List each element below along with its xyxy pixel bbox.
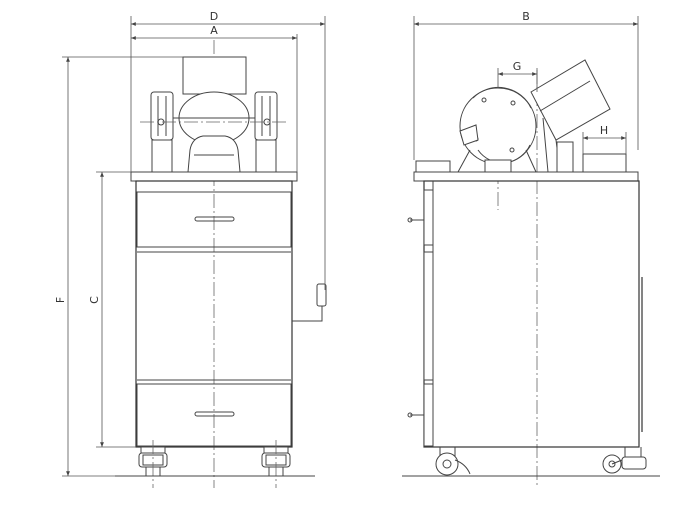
dim-label-f: F xyxy=(54,297,67,303)
side-view xyxy=(402,16,660,488)
side-worktop xyxy=(413,171,639,182)
front-view xyxy=(62,16,327,488)
side-casters xyxy=(435,447,647,476)
dim-label-c: C xyxy=(88,296,101,304)
grinder-guard-top xyxy=(182,56,247,95)
side-top-drawer-edge xyxy=(423,189,434,246)
left-wheel-guard xyxy=(150,91,174,141)
top-drawer-handle xyxy=(194,216,235,222)
side-cabinet-body xyxy=(423,180,640,448)
front-grinder xyxy=(140,56,288,173)
cabinet-body xyxy=(135,180,293,448)
dim-label-g: G xyxy=(513,60,522,73)
side-storage-box xyxy=(582,153,627,173)
side-left-block xyxy=(415,160,451,173)
side-hood xyxy=(530,59,611,173)
side-bottom-drawer-edge xyxy=(423,383,434,447)
tool-rest xyxy=(459,124,479,146)
dim-label-h: H xyxy=(600,124,608,137)
bottom-drawer-handle xyxy=(194,411,235,417)
front-worktop xyxy=(130,171,298,182)
side-dimensions xyxy=(413,16,639,160)
dim-label-a: A xyxy=(210,24,218,37)
dim-label-b: B xyxy=(522,10,530,23)
left-eye-shield xyxy=(151,139,173,173)
front-lever xyxy=(292,283,327,322)
side-door-edge xyxy=(423,251,434,381)
front-cabinet xyxy=(135,180,293,448)
side-pedestal xyxy=(484,159,512,173)
right-wheel-guard xyxy=(254,91,278,141)
dim-label-d: D xyxy=(210,10,218,23)
side-cabinet xyxy=(407,180,643,448)
side-left-wheel xyxy=(435,452,459,476)
side-grinder xyxy=(457,86,537,173)
hood-support xyxy=(556,141,574,173)
grinder-pedestal xyxy=(187,135,241,173)
exhaust-hood xyxy=(530,59,611,141)
right-eye-shield xyxy=(255,139,277,173)
top-drawer xyxy=(136,191,292,248)
bottom-drawer xyxy=(136,383,292,447)
front-dimensions xyxy=(62,16,326,477)
front-casters xyxy=(138,440,291,488)
